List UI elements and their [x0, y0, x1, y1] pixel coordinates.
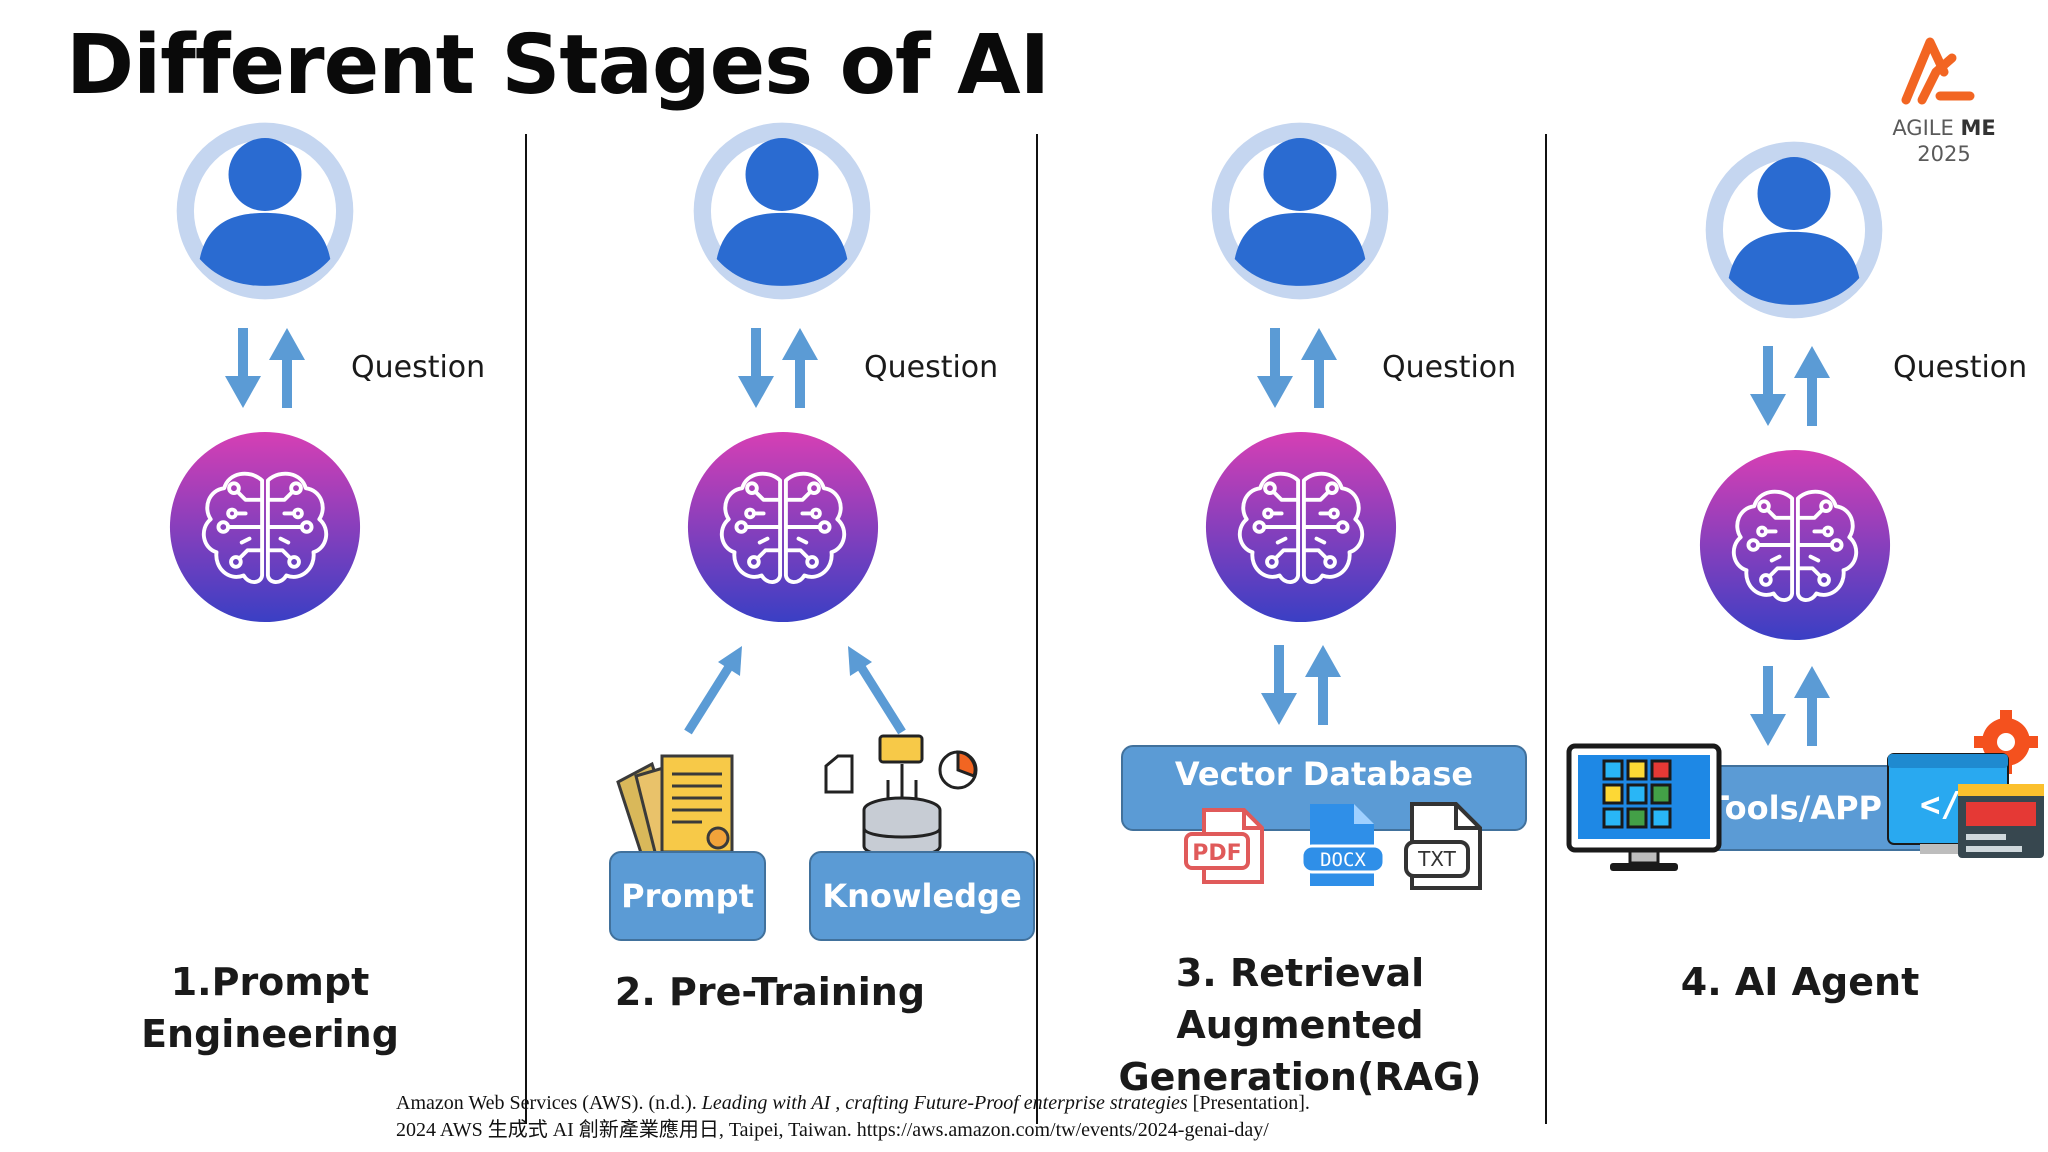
user-avatar-icon [169, 115, 361, 307]
pdf-file-label: PDF [1192, 841, 1241, 866]
user-avatar-icon [686, 115, 878, 307]
question-arrows-icon [1252, 328, 1342, 408]
knowledge-box: Knowledge [809, 851, 1035, 941]
question-label: Question [864, 350, 999, 385]
prompt-box: Prompt [609, 851, 766, 941]
stage-3-label: 3. Retrieval Augmented Generation(RAG) [1118, 951, 1482, 1099]
question-label: Question [1893, 350, 2028, 385]
brain-circuit-icon [686, 430, 880, 624]
brain-circuit-icon [1204, 430, 1398, 624]
question-arrows-icon [733, 328, 823, 408]
gear-icon [1974, 710, 2038, 774]
txt-file-label: TXT [1417, 847, 1457, 871]
code-window-icon: </> [1887, 710, 2044, 858]
question-arrows-icon [220, 328, 310, 408]
column-divider [1036, 134, 1038, 1124]
slide-title: Different Stages of AI [66, 18, 1050, 113]
database-icon [824, 734, 978, 858]
agile-me-logo [1901, 37, 1975, 105]
stage-1-label: 1.Prompt Engineering [141, 960, 399, 1056]
brain-circuit-icon [168, 430, 362, 624]
docx-file-icon: DOCX [1300, 804, 1386, 886]
stage-2-label: 2. Pre-Training [614, 970, 926, 1014]
question-label: Question [1382, 350, 1517, 385]
docx-file-label: DOCX [1320, 849, 1366, 871]
column-divider [525, 134, 527, 1124]
logo-text: AGILE ME 2025 [1892, 116, 1996, 166]
column-divider [1545, 134, 1547, 1124]
question-arrows-icon [1745, 346, 1835, 426]
txt-file-icon: TXT [1404, 802, 1482, 890]
question-label: Question [351, 350, 486, 385]
arrow-to-brain-icon [684, 646, 906, 735]
retrieval-arrows-icon [1256, 645, 1346, 725]
pdf-file-icon: PDF [1184, 808, 1264, 884]
citation: Amazon Web Services (AWS). (n.d.). Leadi… [396, 1092, 1310, 1141]
user-avatar-icon [1204, 115, 1396, 307]
document-stack-icon [616, 754, 734, 858]
user-avatar-icon [1698, 134, 1890, 326]
brain-circuit-icon [1698, 448, 1892, 642]
stage-4-label: 4. AI Agent [1680, 960, 1920, 1004]
tool-arrows-icon [1745, 666, 1835, 746]
monitor-apps-icon [1566, 743, 1722, 871]
